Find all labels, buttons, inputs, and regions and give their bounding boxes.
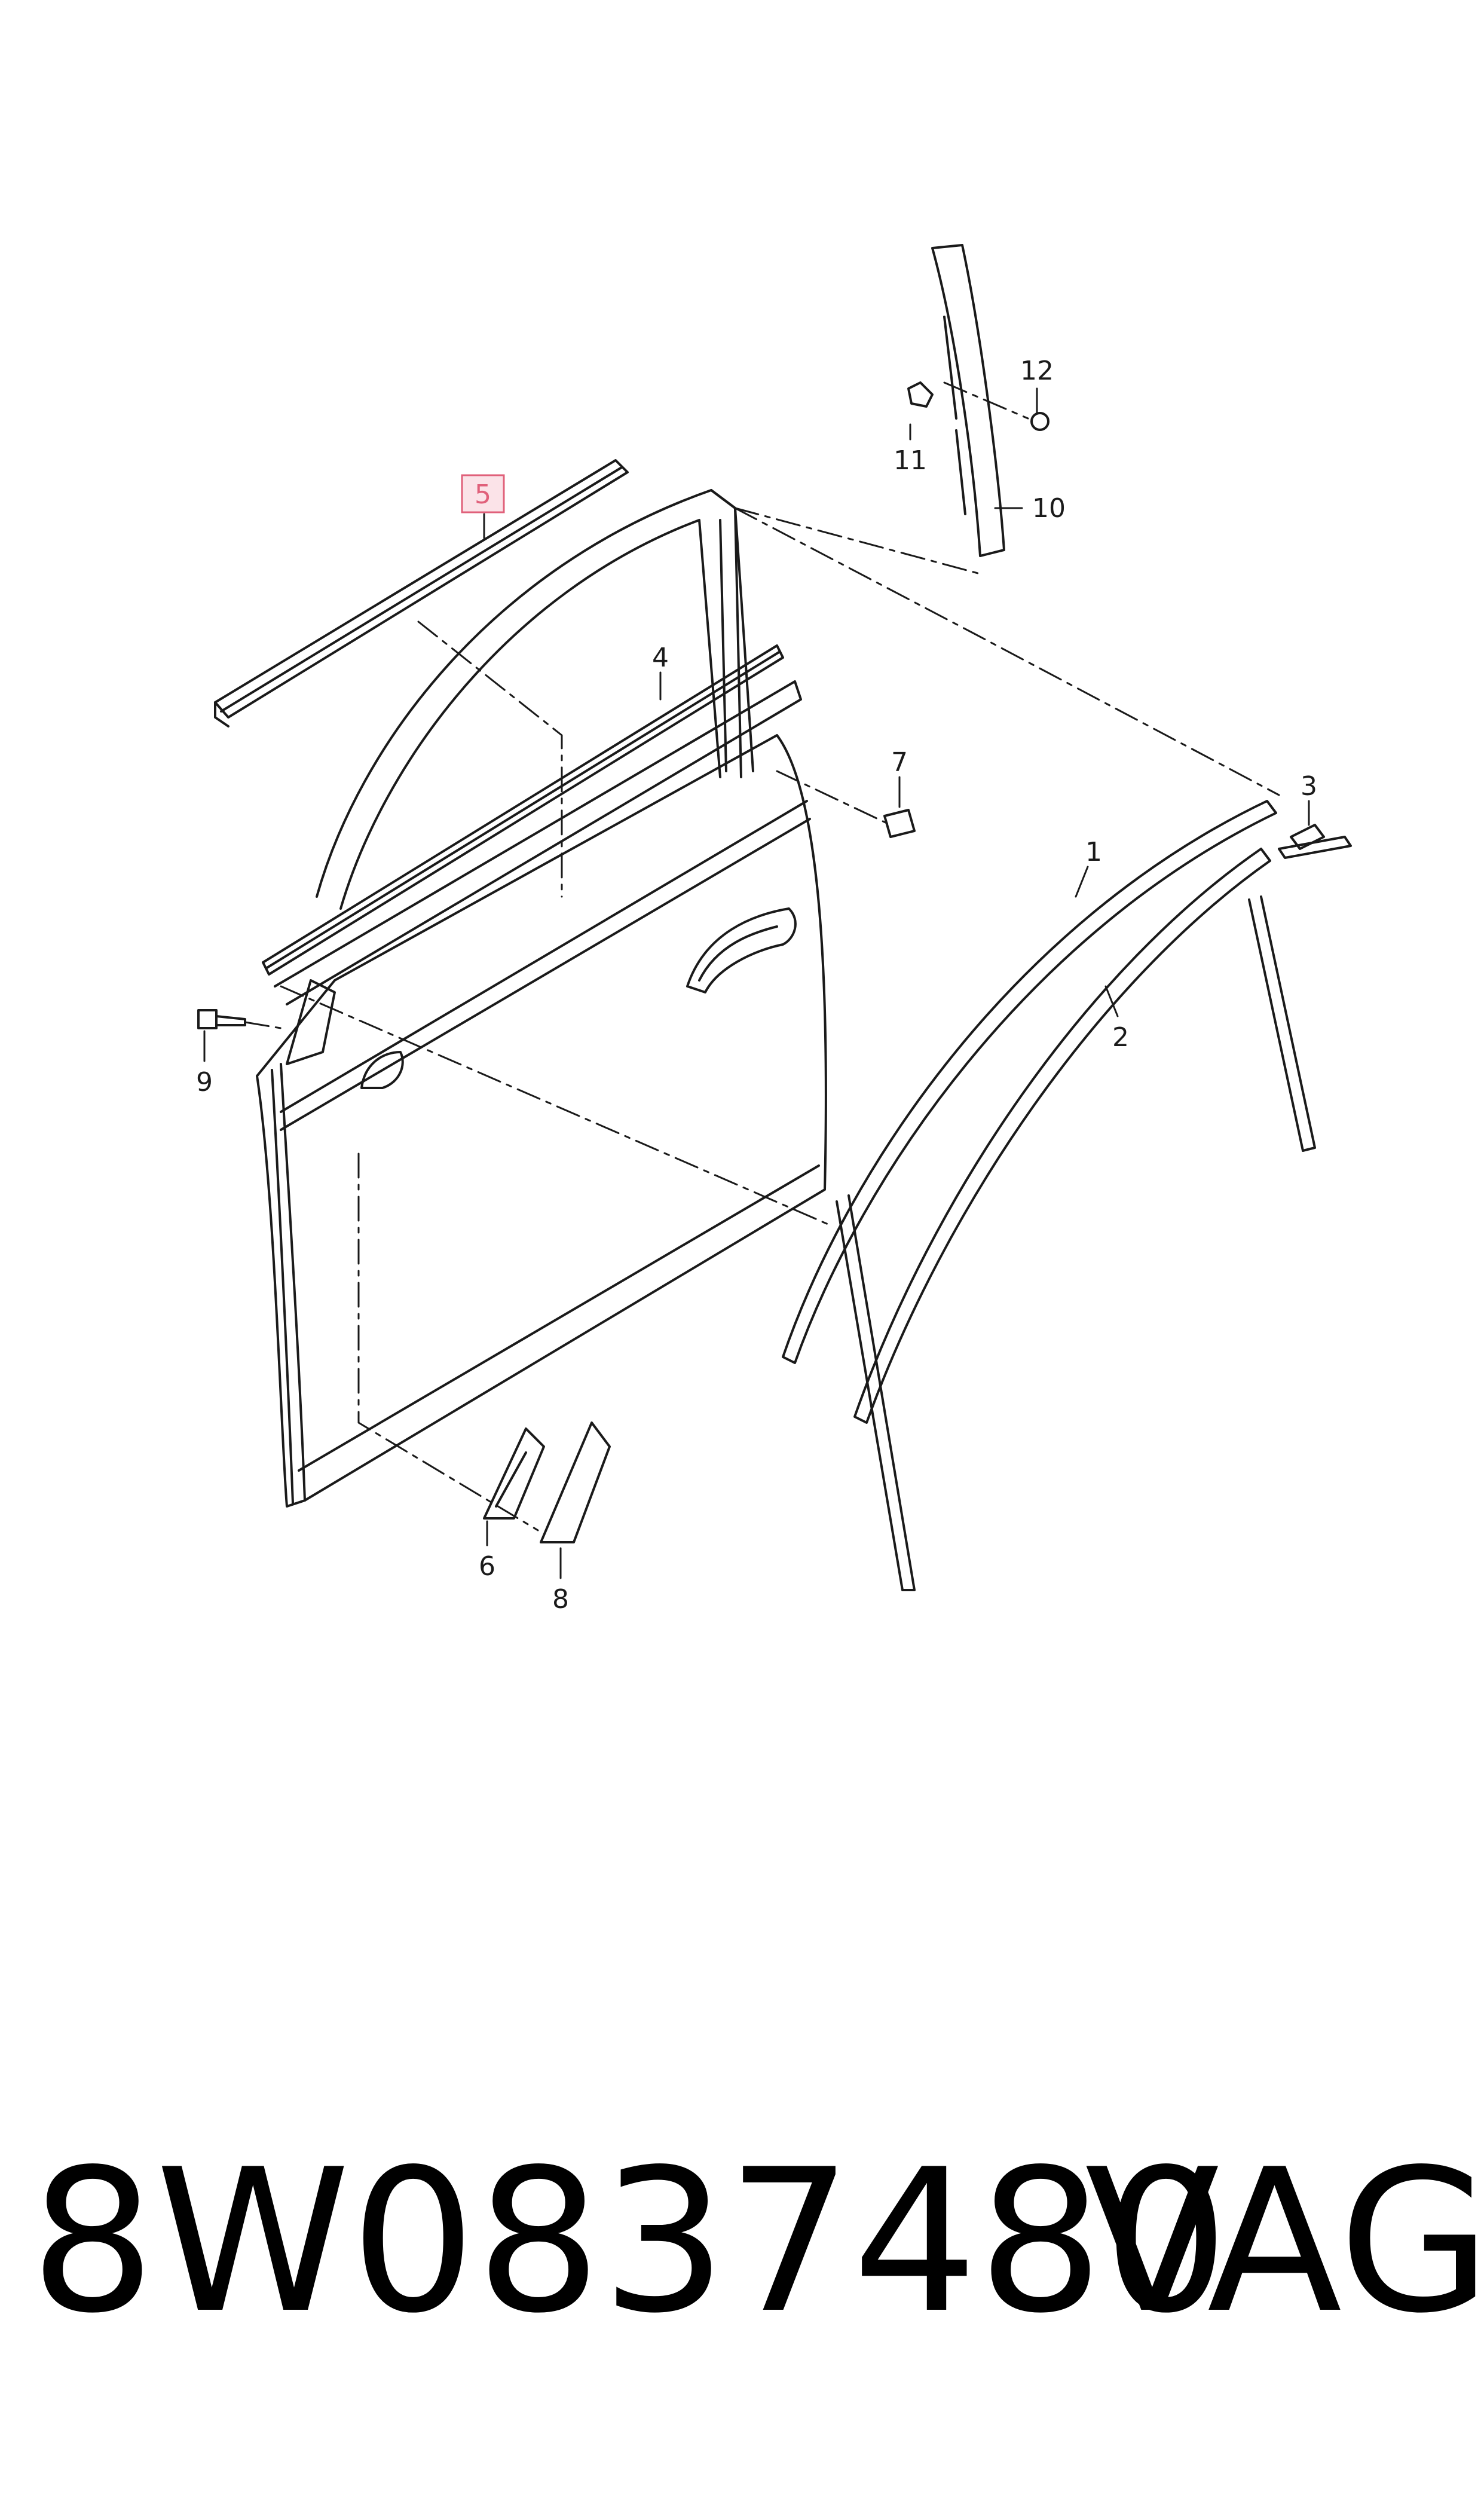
callout-2[interactable]: 2 — [1112, 1022, 1129, 1053]
part-6-triangle-trim — [483, 1427, 545, 1520]
part-7-bracket — [883, 809, 916, 838]
part-11-clip — [907, 381, 934, 408]
part-3-clip — [1278, 824, 1352, 859]
part-2-door-seal-inner — [853, 848, 1316, 1424]
callout-1[interactable]: 1 — [1085, 837, 1102, 867]
part-5-window-strip — [214, 459, 629, 727]
part-number: 8W0837480 — [30, 2127, 1229, 2356]
callout-12[interactable]: 12 — [1020, 356, 1054, 386]
callout-7[interactable]: 7 — [891, 747, 908, 778]
part-4-belt-molding — [262, 644, 784, 976]
callout-3[interactable]: 3 — [1301, 771, 1317, 802]
part-12-nut — [1030, 412, 1049, 431]
callout-4[interactable]: 4 — [652, 643, 669, 673]
callout-8[interactable]: 8 — [552, 1584, 569, 1615]
callout-5[interactable]: 5 — [475, 479, 491, 510]
part-9-bolt — [197, 1009, 246, 1029]
brand-label: VAG — [1085, 2127, 1484, 2356]
part-8-triangle-cover — [540, 1421, 611, 1543]
part-10-pillar-trim — [931, 244, 1005, 557]
leader-lines — [203, 387, 1310, 1579]
callout-10[interactable]: 10 — [1032, 493, 1066, 524]
callout-9[interactable]: 9 — [196, 1067, 213, 1097]
door-body — [256, 489, 827, 1508]
assembly-lines — [244, 381, 1280, 1531]
part-1-door-seal — [782, 800, 1277, 1591]
callout-5-highlight — [461, 474, 505, 513]
callout-11[interactable]: 11 — [894, 445, 927, 476]
callout-6[interactable]: 6 — [479, 1551, 495, 1582]
